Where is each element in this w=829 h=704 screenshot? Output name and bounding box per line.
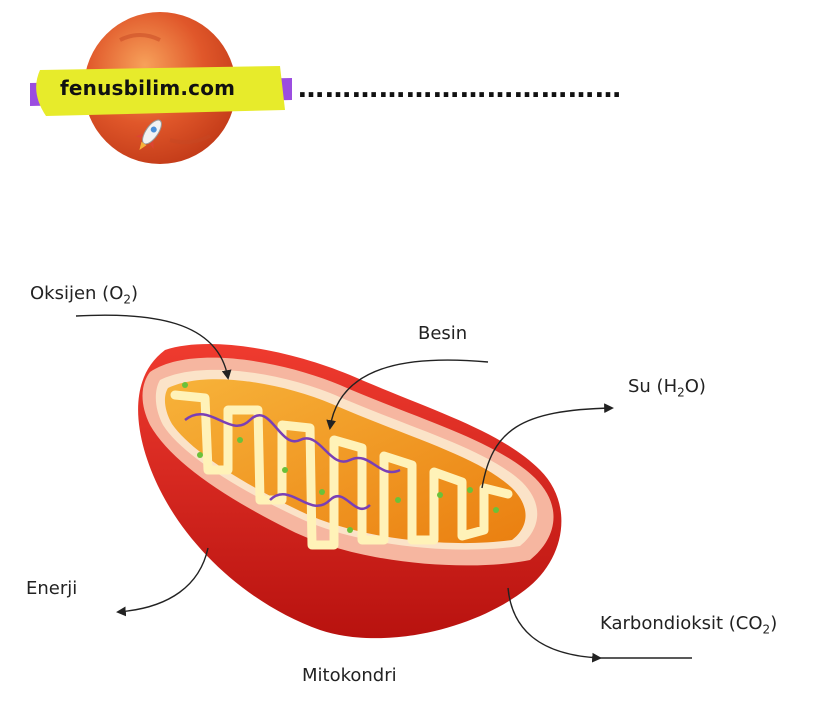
ribosome: [319, 489, 325, 495]
ribosome: [182, 382, 188, 388]
label-energy: Enerji: [26, 578, 77, 599]
ribosome: [467, 487, 473, 493]
brand-name[interactable]: fenusbilim.com: [60, 76, 235, 100]
co2-arrow: [508, 588, 600, 658]
fill-in-dots: ………………………………: [298, 74, 622, 104]
label-water: Su (H2O): [628, 376, 706, 400]
ribosome: [197, 452, 203, 458]
label-oxygen: Oksijen (O2): [30, 283, 138, 307]
ribosome: [493, 507, 499, 513]
energy-arrow: [118, 548, 208, 612]
ribosome: [395, 497, 401, 503]
label-food: Besin: [418, 323, 467, 344]
ribosome: [282, 467, 288, 473]
ribosome: [237, 437, 243, 443]
ribosome: [437, 492, 443, 498]
label-co2: Karbondioksit (CO2): [600, 613, 777, 637]
diagram-title: Mitokondri: [302, 665, 397, 686]
ribosome: [347, 527, 353, 533]
